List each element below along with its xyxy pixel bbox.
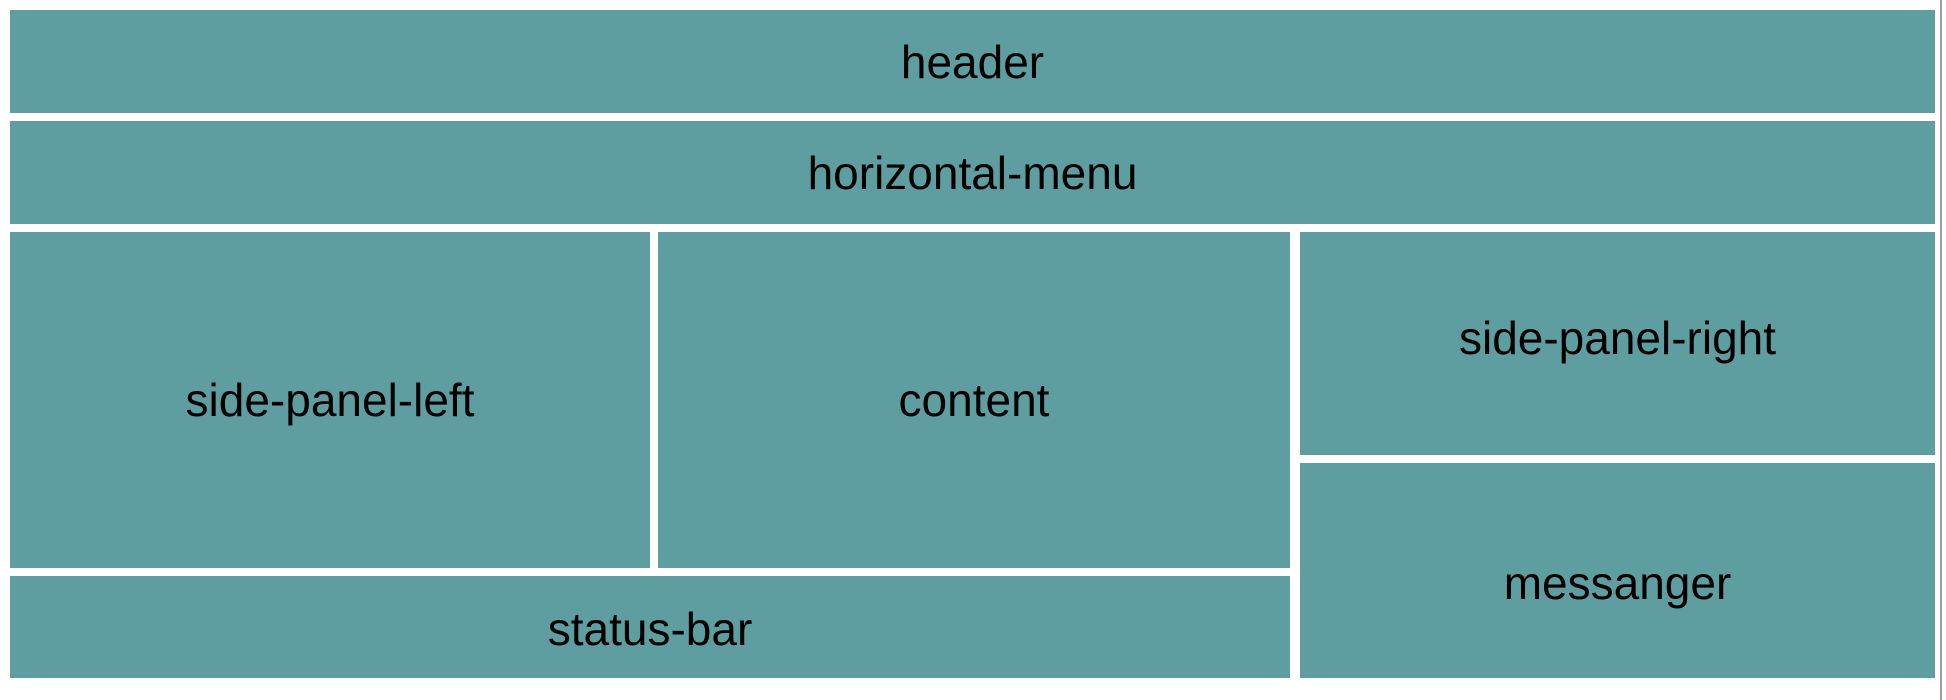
region-messanger[interactable]: messanger: [1300, 463, 1935, 678]
region-side-panel-left-label: side-panel-left: [185, 374, 475, 426]
vertical-scrollbar[interactable]: [1940, 0, 1942, 700]
region-header[interactable]: header: [10, 10, 1935, 113]
region-content-label: content: [898, 374, 1050, 426]
region-header-label: header: [900, 35, 1045, 88]
region-horizontal-menu[interactable]: horizontal-menu: [10, 121, 1935, 224]
region-content[interactable]: content: [658, 232, 1290, 568]
region-side-panel-left[interactable]: side-panel-left: [10, 232, 650, 568]
region-messanger-label: messanger: [1503, 556, 1732, 609]
region-side-panel-right[interactable]: side-panel-right: [1300, 232, 1935, 455]
region-status-bar-label: status-bar: [547, 603, 753, 655]
region-side-panel-right-label: side-panel-right: [1458, 311, 1777, 364]
region-horizontal-menu-label: horizontal-menu: [807, 146, 1138, 199]
region-status-bar[interactable]: status-bar: [10, 576, 1290, 678]
